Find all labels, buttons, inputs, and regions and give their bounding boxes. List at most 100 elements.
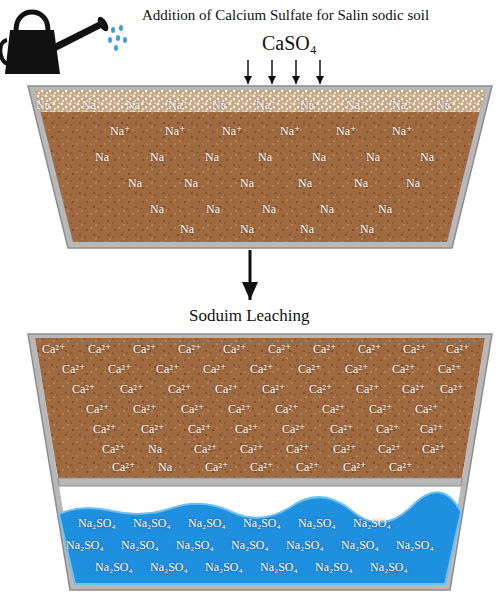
process-arrow: [249, 250, 252, 300]
ion-label: Ca²⁺: [298, 362, 321, 376]
ion-label: Na: [420, 150, 434, 164]
ion-label: Ca²⁺: [93, 422, 116, 436]
ion-label: Ca²⁺: [120, 382, 143, 396]
ion-label: Na: [180, 222, 194, 236]
ion-label: Na₂SO₄: [260, 560, 298, 574]
drainage-tray: Na₂SO₄ Na₂SO₄ Na₂SO₄ Na₂SO₄ Na₂SO₄ Na₂SO₄ Na₂S…: [52, 484, 468, 586]
ion-label: Na₂SO₄: [121, 538, 159, 552]
ion-label: Ca²⁺: [422, 442, 445, 456]
ion-label: Na₂SO₄: [243, 516, 281, 530]
diagram-title: Addition of Calcium Sulfate for Salin so…: [142, 6, 429, 24]
ion-label: Na⁺: [82, 98, 102, 112]
ion-label: Na₂SO₄: [205, 560, 243, 574]
ion-label: Na: [406, 176, 420, 190]
ion-label: Ca²⁺: [86, 402, 109, 416]
ion-label: Ca²⁺: [42, 342, 65, 356]
ion-label: Ca²⁺: [112, 460, 135, 474]
ion-label: Ca²⁺: [250, 362, 273, 376]
ion-label: Ca²⁺: [296, 460, 319, 474]
ion-label: Na⁺: [280, 124, 300, 138]
ion-label: Ca²⁺: [62, 362, 85, 376]
ion-label: Ca²⁺: [108, 362, 131, 376]
ion-label: Na₂SO₄: [66, 538, 104, 552]
ion-label: Ca²⁺: [215, 382, 238, 396]
ion-label: Na⁺: [256, 98, 276, 112]
ion-label: Ca²⁺: [376, 422, 399, 436]
ion-label: Ca²⁺: [358, 342, 381, 356]
ion-label: Na⁺: [222, 124, 242, 138]
ion-label: Ca²⁺: [322, 402, 345, 416]
ion-label: Na₂SO₄: [341, 538, 379, 552]
ion-label: Ca²⁺: [203, 362, 226, 376]
ion-label: Na: [258, 150, 272, 164]
ion-label: Ca²⁺: [438, 362, 461, 376]
ion-label: Ca²⁺: [228, 402, 251, 416]
ion-label: Ca²⁺: [141, 422, 164, 436]
ion-label: Ca²⁺: [268, 342, 291, 356]
ion-label: Na: [312, 150, 326, 164]
ion-label: Ca²⁺: [403, 342, 426, 356]
ion-label: Ca²⁺: [420, 422, 443, 436]
ion-label: Ca²⁺: [250, 460, 273, 474]
ion-label: Na₂SO₄: [176, 538, 214, 552]
ion-label: Ca²⁺: [343, 460, 366, 474]
ion-label: Ca²⁺: [275, 402, 298, 416]
ion-label: Na₂SO₄: [370, 560, 408, 574]
ion-label: Ca²⁺: [378, 442, 401, 456]
ion-label: Ca²⁺: [333, 442, 356, 456]
ion-label: Ca²⁺: [133, 402, 156, 416]
soil-pot: Na⁺Na⁺Na⁺Na⁺Na⁺Na⁺Na⁺Na⁺Na⁺Na⁺Na⁺Na⁺Na⁺N…: [28, 86, 492, 250]
ion-label: Na: [184, 176, 198, 190]
ion-label: Ca²⁺: [440, 382, 463, 396]
ion-label: Na: [300, 222, 314, 236]
ion-label: Na: [378, 202, 392, 216]
ion-label: Na₂SO₄: [396, 538, 434, 552]
ion-label: Ca²⁺: [345, 362, 368, 376]
ion-label: Na: [205, 150, 219, 164]
ion-label: Ca²⁺: [389, 460, 412, 474]
ion-label: Na⁺: [300, 98, 320, 112]
ion-label: Na⁺: [36, 98, 56, 112]
ion-label: Na⁺: [126, 98, 146, 112]
ion-label: Ca²⁺: [240, 442, 263, 456]
ion-label: Na: [206, 202, 220, 216]
ion-label: Na: [150, 150, 164, 164]
ion-label: Ca²⁺: [72, 382, 95, 396]
ion-label: Na: [366, 150, 380, 164]
ion-label: Ca²⁺: [313, 342, 336, 356]
ion-label: Na: [354, 176, 368, 190]
watering-can: [0, 0, 140, 85]
ion-label: Na⁺: [336, 124, 356, 138]
ion-label: Na: [158, 460, 172, 474]
ion-label: Ca²⁺: [102, 442, 125, 456]
ion-label: Ca²⁺: [415, 402, 438, 416]
ion-label: Ca²⁺: [392, 362, 415, 376]
ion-label: Na: [240, 176, 254, 190]
ion-label: Ca²⁺: [223, 342, 246, 356]
ion-label: Na: [298, 176, 312, 190]
ion-label: Ca²⁺: [330, 422, 353, 436]
ion-label: Na₂SO₄: [150, 560, 188, 574]
ion-label: Na₂SO₄: [95, 560, 133, 574]
ion-label: Na₂SO₄: [188, 516, 226, 530]
ion-label: Ca²⁺: [369, 402, 392, 416]
ion-label: Na: [360, 222, 374, 236]
ion-label: Ca²⁺: [286, 442, 309, 456]
ion-label: Na⁺: [212, 98, 232, 112]
ion-label: Ca²⁺: [262, 382, 285, 396]
ion-label: Na⁺: [346, 98, 366, 112]
ion-label: Na: [262, 202, 276, 216]
ion-label: Ca²⁺: [282, 422, 305, 436]
ion-label: Na: [95, 150, 109, 164]
ion-label: Na₂SO₄: [133, 516, 171, 530]
ion-label: Na⁺: [392, 98, 412, 112]
ion-label: Ca²⁺: [188, 422, 211, 436]
step-heading: Soduim Leaching: [189, 306, 309, 326]
ion-label: Na: [150, 202, 164, 216]
ion-label: Ca²⁺: [205, 460, 228, 474]
ion-label: Ca²⁺: [309, 382, 332, 396]
ion-label: Na: [240, 222, 254, 236]
ion-label: Ca²⁺: [402, 382, 425, 396]
